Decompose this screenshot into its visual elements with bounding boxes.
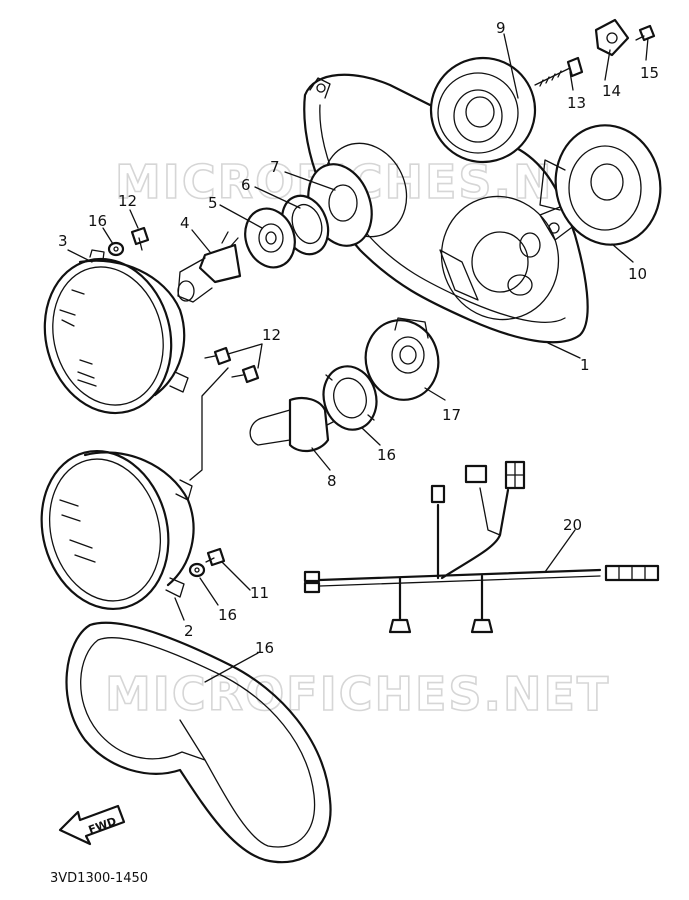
part-12-screws-middle	[204, 346, 260, 384]
part-15-screw	[635, 24, 656, 42]
part-12-screw-upper	[130, 226, 150, 251]
callout-6: 6	[241, 176, 251, 194]
callout-12-upper: 12	[118, 192, 137, 210]
callout-5: 5	[208, 194, 218, 212]
part-8-bulb	[249, 396, 338, 453]
callout-1: 1	[580, 356, 590, 374]
callout-2: 2	[184, 622, 194, 640]
part-5-seal	[244, 207, 296, 269]
part-14-clamp	[594, 18, 630, 57]
diagram-code: 3VD1300-1450	[50, 871, 148, 886]
part-4-bulb	[177, 231, 242, 303]
callout-11: 11	[250, 584, 269, 602]
callout-10: 10	[628, 265, 647, 283]
fwd-arrow: FWD	[58, 804, 126, 846]
callout-14: 14	[602, 82, 621, 100]
callout-17: 16	[255, 639, 274, 657]
callout-13: 13	[567, 94, 586, 112]
part-17-bezel	[65, 621, 332, 864]
part-11-screw	[205, 547, 226, 567]
callout-7: 7	[270, 158, 280, 176]
part-16-washer-upper	[107, 241, 125, 257]
part-16-washer-lower	[188, 562, 206, 578]
part-1-housing	[303, 73, 589, 344]
callout-16-lower: 16	[218, 606, 237, 624]
callout-12-middle: 12	[262, 326, 281, 344]
callouts: 9 13 14 15 10 1 7 6 5 4 12 16 3 12 17 16…	[58, 19, 659, 657]
part-19-cover	[364, 317, 440, 401]
part-3-headlight-upper	[43, 249, 189, 415]
watermark-bottom: MICROFICHES.NET	[105, 667, 610, 721]
callout-4: 4	[180, 214, 190, 232]
callout-8: 8	[327, 472, 337, 490]
part-10-ring	[539, 124, 662, 246]
part-2-headlight-lower	[40, 449, 195, 611]
part-20-wire-harness	[303, 460, 660, 634]
callout-3: 3	[58, 232, 68, 250]
callout-16-upper: 16	[88, 212, 107, 230]
callout-15: 15	[640, 64, 659, 82]
part-9-ring	[429, 56, 537, 164]
callout-19: 17	[442, 406, 461, 424]
callout-20: 20	[563, 516, 582, 534]
leader-lines	[67, 33, 649, 683]
callout-9: 9	[496, 19, 506, 37]
callout-18: 16	[377, 446, 396, 464]
part-18-retainer	[322, 365, 378, 431]
part-13-bolt	[534, 56, 584, 87]
